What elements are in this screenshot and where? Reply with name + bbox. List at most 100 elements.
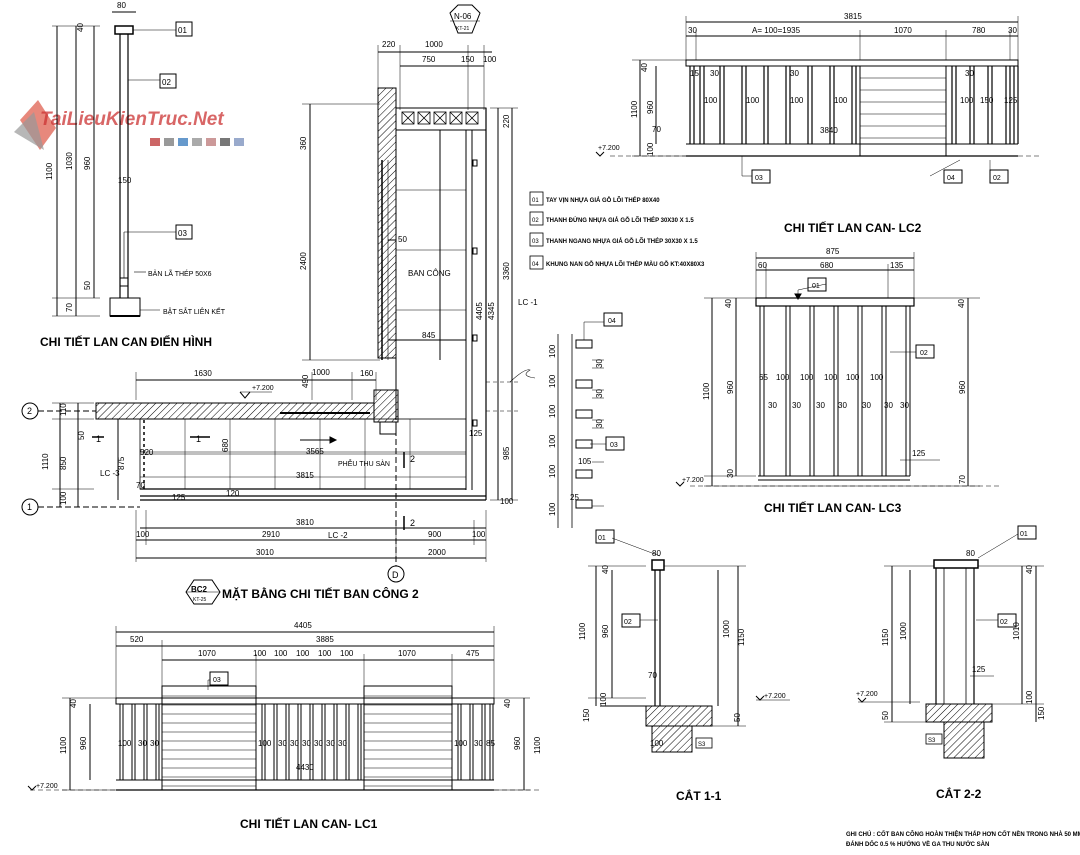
svg-text:D: D xyxy=(392,570,399,580)
svg-text:4430: 4430 xyxy=(296,763,314,772)
svg-text:100: 100 xyxy=(548,404,557,418)
svg-text:02: 02 xyxy=(532,218,539,224)
svg-text:2: 2 xyxy=(27,406,32,416)
svg-text:+7.200: +7.200 xyxy=(36,783,58,790)
svg-text:2: 2 xyxy=(410,454,415,464)
slat-labels: 100 100 100 100 100 100 30 30 30 105 25 … xyxy=(548,318,618,516)
svg-text:+7.200: +7.200 xyxy=(764,693,786,700)
title-cut22: CẮT 2-2 xyxy=(936,786,982,801)
svg-text:125: 125 xyxy=(172,493,186,502)
svg-text:100: 100 xyxy=(136,530,150,539)
svg-text:1630: 1630 xyxy=(194,369,212,378)
svg-text:2000: 2000 xyxy=(428,548,446,557)
svg-text:150: 150 xyxy=(980,96,994,105)
svg-text:360: 360 xyxy=(299,136,308,150)
svg-text:1030: 1030 xyxy=(65,152,74,170)
svg-text:100: 100 xyxy=(746,96,760,105)
lc1-elevation xyxy=(27,626,540,791)
lc1-labels: 4405 520 3885 1070 100 100 100 100 100 1… xyxy=(36,621,542,831)
svg-text:65: 65 xyxy=(759,373,768,382)
svg-text:30: 30 xyxy=(792,401,801,410)
svg-text:1100: 1100 xyxy=(702,382,711,400)
cut-1-1 xyxy=(588,529,790,753)
svg-text:100: 100 xyxy=(483,55,497,64)
svg-text:04: 04 xyxy=(947,175,955,182)
svg-text:100: 100 xyxy=(59,491,68,505)
svg-text:100: 100 xyxy=(274,649,288,658)
svg-text:02: 02 xyxy=(993,175,1001,182)
svg-text:150: 150 xyxy=(118,176,132,185)
svg-text:985: 985 xyxy=(502,446,511,460)
svg-text:30: 30 xyxy=(688,26,697,35)
lc2-labels: 3815 30 A= 100=1935 1070 780 30 15 30 30… xyxy=(598,12,1018,235)
svg-text:100: 100 xyxy=(258,739,272,748)
svg-text:960: 960 xyxy=(646,100,655,114)
svg-text:960: 960 xyxy=(601,624,610,638)
svg-text:3360: 3360 xyxy=(502,262,511,280)
svg-text:125: 125 xyxy=(1004,96,1018,105)
svg-text:850: 850 xyxy=(59,456,68,470)
svg-text:GHI CHÚ : CỐT BAN CÔNG HOÀN TH: GHI CHÚ : CỐT BAN CÔNG HOÀN THIỆN THẤP H… xyxy=(846,830,1080,838)
svg-text:150: 150 xyxy=(582,708,591,722)
svg-text:475: 475 xyxy=(466,649,480,658)
svg-text:02: 02 xyxy=(920,350,928,357)
svg-text:70: 70 xyxy=(136,481,145,490)
svg-text:BẢN LÃ THÉP 50X6: BẢN LÃ THÉP 50X6 xyxy=(148,269,212,278)
svg-text:100: 100 xyxy=(548,374,557,388)
svg-text:30: 30 xyxy=(302,739,311,748)
svg-text:100: 100 xyxy=(870,373,884,382)
svg-text:4405: 4405 xyxy=(294,621,312,630)
svg-text:70: 70 xyxy=(65,303,74,312)
svg-text:3840: 3840 xyxy=(820,126,838,135)
svg-text:BC2: BC2 xyxy=(191,585,208,594)
svg-text:03: 03 xyxy=(755,175,763,182)
svg-text:4345: 4345 xyxy=(487,302,496,320)
svg-text:S3: S3 xyxy=(928,738,936,744)
svg-text:1150: 1150 xyxy=(737,628,746,646)
typical-railing-detail xyxy=(52,11,193,317)
svg-text:120: 120 xyxy=(226,489,240,498)
svg-text:520: 520 xyxy=(130,635,144,644)
svg-text:960: 960 xyxy=(79,736,88,750)
svg-text:40: 40 xyxy=(724,299,733,308)
svg-text:100: 100 xyxy=(548,434,557,448)
svg-text:BAN CÔNG: BAN CÔNG xyxy=(408,269,451,278)
svg-text:520: 520 xyxy=(140,448,154,457)
svg-text:30: 30 xyxy=(138,739,147,748)
slat-detail xyxy=(557,312,625,528)
svg-text:875: 875 xyxy=(826,247,840,256)
svg-text:THANH NGANG NHỰA GIẢ GỖ LÕI TH: THANH NGANG NHỰA GIẢ GỖ LÕI THÉP 30X30 X… xyxy=(546,237,698,245)
svg-text:LC -1: LC -1 xyxy=(518,298,538,307)
svg-text:30: 30 xyxy=(710,69,719,78)
svg-text:100: 100 xyxy=(846,373,860,382)
footnote: GHI CHÚ : CỐT BAN CÔNG HOÀN THIỆN THẤP H… xyxy=(846,830,1080,848)
svg-text:70: 70 xyxy=(648,671,657,680)
svg-text:BẬT SẮT LIÊN KẾT: BẬT SẮT LIÊN KẾT xyxy=(163,306,226,316)
svg-text:04: 04 xyxy=(608,318,616,325)
svg-text:100: 100 xyxy=(548,344,557,358)
svg-text:30: 30 xyxy=(768,401,777,410)
svg-text:01: 01 xyxy=(1020,531,1028,538)
svg-text:100: 100 xyxy=(834,96,848,105)
svg-text:100: 100 xyxy=(454,739,468,748)
svg-text:50: 50 xyxy=(398,235,407,244)
svg-text:100: 100 xyxy=(296,649,310,658)
svg-text:50: 50 xyxy=(83,281,92,290)
svg-text:02: 02 xyxy=(1000,619,1008,626)
svg-text:80: 80 xyxy=(966,549,975,558)
svg-text:30: 30 xyxy=(862,401,871,410)
svg-text:60: 60 xyxy=(758,261,767,270)
svg-text:100: 100 xyxy=(500,497,514,506)
svg-text:LC -3: LC -3 xyxy=(100,469,120,478)
balcony-plan xyxy=(21,4,536,605)
svg-text:30: 30 xyxy=(326,739,335,748)
lc3-labels: 875 60 680 135 40 40 1100 960 960 65 100… xyxy=(682,247,967,515)
svg-text:KT-25: KT-25 xyxy=(193,597,207,603)
svg-text:100: 100 xyxy=(118,739,132,748)
svg-text:01: 01 xyxy=(178,26,187,35)
svg-text:100: 100 xyxy=(472,530,486,539)
svg-text:15: 15 xyxy=(690,69,699,78)
svg-text:30: 30 xyxy=(278,739,287,748)
svg-text:01: 01 xyxy=(812,283,820,290)
